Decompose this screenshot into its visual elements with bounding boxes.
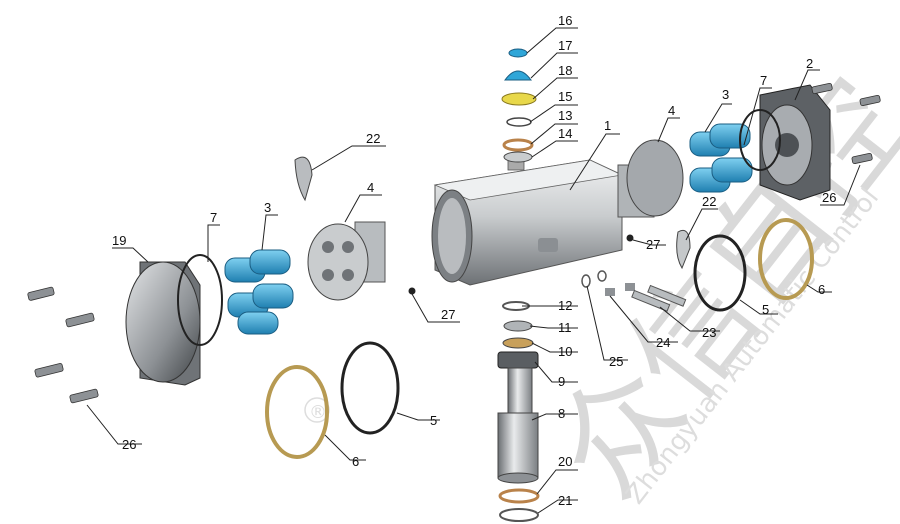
callout-27-left: 27 (441, 307, 455, 322)
callout-12: 12 (558, 298, 572, 313)
callout-22-left: 22 (366, 131, 380, 146)
callout-10: 10 (558, 344, 572, 359)
callout-21: 21 (558, 493, 572, 508)
callout-15: 15 (558, 89, 572, 104)
callout-9: 9 (558, 374, 565, 389)
callout-26-right: 26 (822, 190, 836, 205)
end-cap-right (759, 84, 831, 201)
callout-11: 11 (558, 320, 572, 335)
watermark-registered: ® (309, 402, 327, 423)
callout-5-right: 5 (762, 302, 769, 317)
plug-right (626, 234, 634, 242)
callout-24: 24 (656, 335, 670, 350)
callout-8: 8 (558, 406, 565, 421)
callout-27-right: 27 (646, 237, 660, 252)
actuator-body (431, 159, 624, 286)
callout-17: 17 (558, 38, 572, 53)
callout-labels: 16 17 18 15 13 14 1 22 4 3 7 19 27 12 11… (112, 13, 836, 508)
adjust-screws (581, 270, 687, 312)
callout-5-left: 5 (430, 413, 437, 428)
callout-25: 25 (609, 354, 623, 369)
leader-lines (86, 27, 861, 514)
callout-7-right: 7 (760, 73, 767, 88)
callout-4-left: 4 (367, 180, 374, 195)
piston-left (307, 221, 386, 301)
callout-26-left: 26 (122, 437, 136, 452)
callout-2: 2 (806, 56, 813, 71)
end-cap-left (125, 261, 201, 386)
callout-1: 1 (604, 118, 611, 133)
callout-6-right: 6 (818, 282, 825, 297)
callout-23: 23 (702, 325, 716, 340)
callout-4-right: 4 (668, 103, 675, 118)
cap-bolts-left (27, 286, 99, 404)
callout-7-left: 7 (210, 210, 217, 225)
callout-16: 16 (558, 13, 572, 28)
piston-right (617, 139, 684, 218)
registered-circle (304, 397, 330, 423)
seals (177, 109, 814, 459)
callout-14: 14 (558, 126, 572, 141)
callout-13: 13 (558, 108, 572, 123)
bearing-pad-left (294, 156, 313, 202)
indicator-stack (501, 48, 537, 163)
callout-19: 19 (112, 233, 126, 248)
callout-3-right: 3 (722, 87, 729, 102)
callout-20: 20 (558, 454, 572, 469)
plug-left (408, 287, 416, 295)
callout-3-left: 3 (264, 200, 271, 215)
callout-22-right: 22 (702, 194, 716, 209)
springs-left (224, 249, 294, 335)
drive-shaft (497, 301, 540, 522)
callout-18: 18 (558, 63, 572, 78)
callout-6-left: 6 (352, 454, 359, 469)
cap-bolts-right (811, 82, 881, 165)
springs-right (689, 123, 753, 193)
